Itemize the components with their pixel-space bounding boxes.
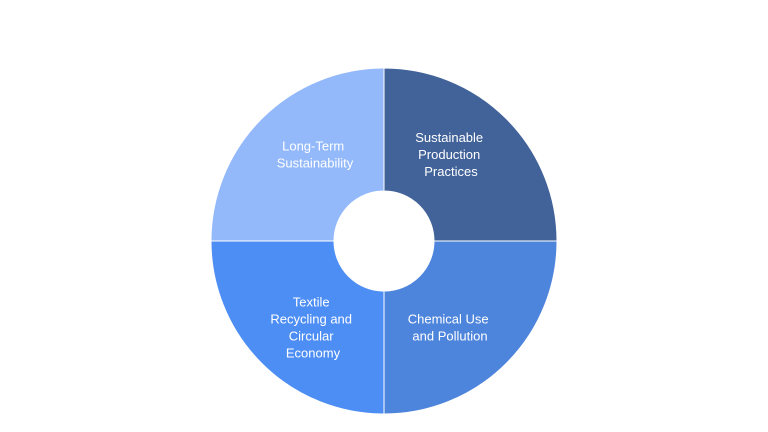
segment-chemical-use-label: Chemical Use and Pollution bbox=[408, 312, 493, 344]
segment-textile-recycling: Textile Recycling and Circular Economy bbox=[210, 240, 385, 415]
segment-long-term-sustainability: Long-Term Sustainability bbox=[210, 67, 385, 242]
segment-chemical-use: Chemical Use and Pollution bbox=[383, 240, 558, 415]
segment-long-term-sustainability-label: Long-Term Sustainability bbox=[277, 139, 354, 171]
segment-textile-recycling-label: Textile Recycling and Circular Economy bbox=[270, 295, 355, 361]
segment-sustainable-production-label: Sustainable Production Practices bbox=[415, 130, 487, 179]
center-hole bbox=[334, 191, 434, 291]
